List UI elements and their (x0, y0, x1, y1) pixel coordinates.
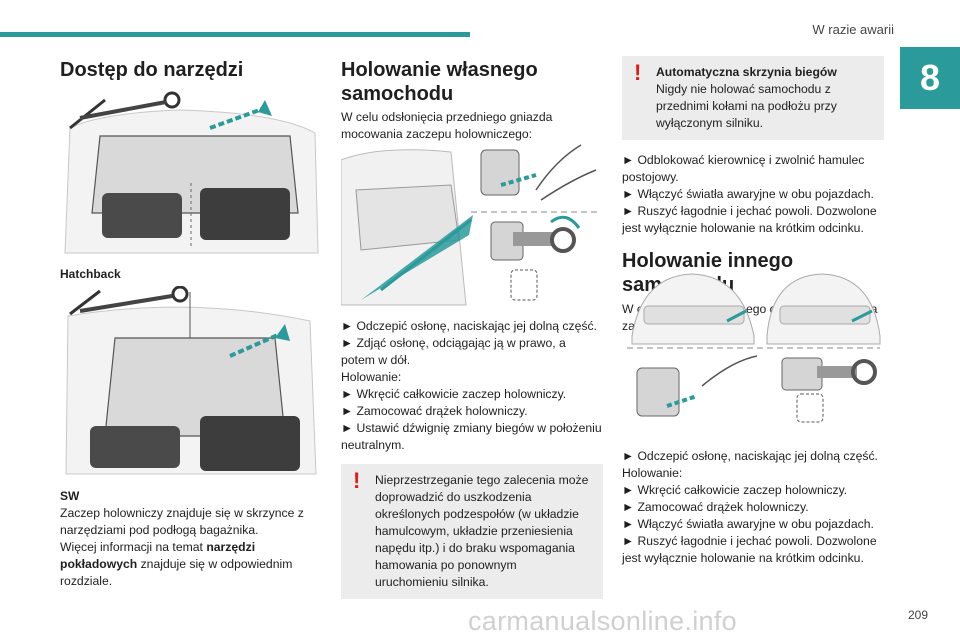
caption-sw: SW (60, 489, 80, 503)
column-other-towing-steps: Odczepić osłonę, naciskając jej dolną cz… (622, 448, 884, 567)
step-unlock-steering: Odblokować kierownicę i zwolnić hamulec … (622, 152, 884, 186)
heading-own-towing: Holowanie własnego samochodu (341, 59, 538, 105)
step-attach-bar: Zamocować drążek holowniczy. (341, 403, 603, 420)
label-towing-rear: Holowanie: (622, 466, 683, 480)
more-info-text-end: znajduje się w odpowiednim rozdziale. (60, 557, 293, 588)
warning-exclamation-icon: ! (353, 468, 361, 493)
step-remove-cover: Zdjąć osłonę, odciągając ją w prawo, a p… (341, 335, 603, 369)
more-info-link-text: narzędzi pokładowych (60, 540, 256, 571)
column-tools-access-text: SW Zaczep holowniczy znajduje się w skrz… (60, 488, 322, 590)
header-accent-bar (0, 32, 470, 37)
column-tools-access: Dostęp do narzędzi (60, 56, 320, 82)
watermark-text: carmanualsonline.info (468, 606, 737, 636)
front-tow-eye-illustration (341, 144, 601, 306)
caption-hatchback: Hatchback (60, 267, 121, 281)
rear-tow-eye-illustration (627, 273, 881, 423)
step-screw-hook: Wkręcić całkowicie zaczep holowniczy. (341, 386, 603, 403)
more-info-text: Więcej informacji na temat (60, 540, 207, 554)
warning-automatic-text: Nigdy nie holować samochodu z przednimi … (656, 82, 837, 130)
step-neutral-gear: Ustawić dźwignię zmiany biegów w położen… (341, 420, 603, 454)
step-rear-hazard-lights: Włączyć światła awaryjne w obu pojazdach… (622, 516, 884, 533)
warning-automatic-title: Automatyczna skrzynia biegów (656, 65, 837, 79)
intro-own-towing: W celu odsłonięcia przedniego gniazda mo… (341, 110, 553, 141)
step-rear-drive-slowly: Ruszyć łagodnie i jechać powoli. Dozwolo… (622, 533, 884, 567)
paragraph-more-info: Więcej informacji na temat narzędzi pokł… (60, 539, 322, 590)
warning-exclamation-icon: ! (634, 60, 642, 85)
section-title: W razie awarii (812, 22, 894, 37)
step-drive-slowly: Ruszyć łagodnie i jechać powoli. Dozwolo… (622, 203, 884, 237)
column-own-towing: Holowanie własnego samochodu W celu odsł… (341, 56, 603, 143)
label-towing: Holowanie: (341, 370, 402, 384)
chapter-number-badge: 8 (900, 47, 960, 109)
steps-before-towing: Odblokować kierownicę i zwolnić hamulec … (622, 152, 884, 237)
warning-damage-text: Nieprzestrzeganie tego zalecenia może do… (375, 473, 589, 589)
step-screw-rear-hook: Wkręcić całkowicie zaczep holowniczy. (622, 482, 884, 499)
paragraph-tow-hook-location: Zaczep holowniczy znajduje się w skrzync… (60, 506, 304, 537)
hatchback-trunk-illustration (60, 88, 322, 260)
step-hazard-lights: Włączyć światła awaryjne w obu pojazdach… (622, 186, 884, 203)
column-own-towing-steps: Odczepić osłonę, naciskając jej dolną cz… (341, 318, 603, 599)
step-unclip-cover: Odczepić osłonę, naciskając jej dolną cz… (341, 318, 603, 335)
page-number: 209 (907, 608, 928, 622)
warning-box-damage: ! Nieprzestrzeganie tego zalecenia może … (341, 464, 603, 599)
heading-tools-access: Dostęp do narzędzi (60, 59, 244, 81)
sw-trunk-illustration (60, 286, 322, 482)
caption-block-hatchback: Hatchback (60, 266, 320, 283)
step-unclip-rear-cover: Odczepić osłonę, naciskając jej dolną cz… (622, 448, 884, 465)
warning-box-automatic: ! Automatyczna skrzynia biegów Nigdy nie… (622, 56, 884, 140)
step-attach-rear-bar: Zamocować drążek holowniczy. (622, 499, 884, 516)
